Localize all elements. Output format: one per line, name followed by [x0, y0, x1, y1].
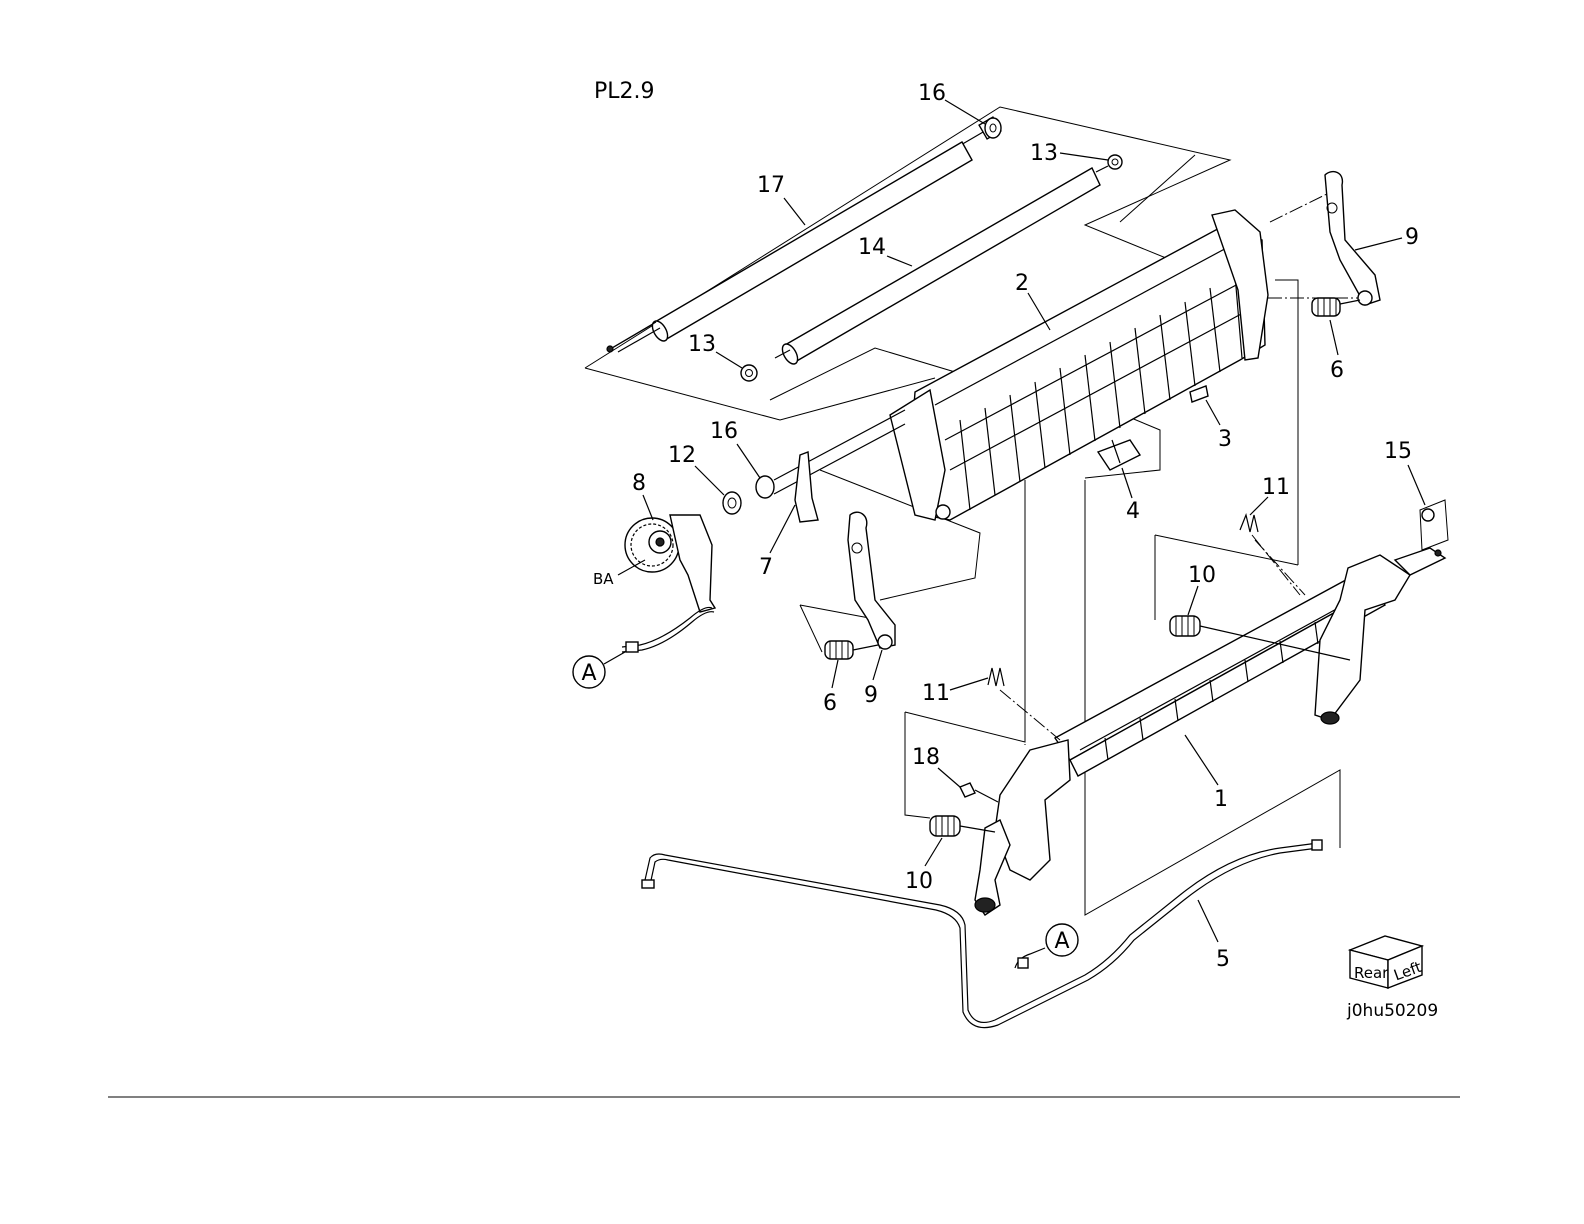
callout-12: 12	[668, 443, 696, 468]
callout-18: 18	[912, 745, 940, 770]
callout-6-left: 6	[823, 691, 837, 716]
lever-9-right	[1325, 172, 1380, 305]
sensor-4	[1098, 440, 1140, 470]
bushing-12	[723, 492, 741, 514]
lever-9-left	[848, 512, 895, 649]
bushing-16-lower	[756, 410, 905, 498]
callout-9-left: 9	[864, 683, 878, 708]
callout-13-upper: 13	[1030, 141, 1058, 166]
block-18	[960, 783, 998, 802]
callout-8: 8	[632, 471, 646, 496]
callout-4: 4	[1126, 499, 1140, 524]
svg-text:A: A	[581, 661, 596, 686]
callout-13-lower: 13	[688, 332, 716, 357]
roller-15	[1420, 500, 1448, 556]
cube-rear-label: Rear	[1354, 964, 1389, 982]
pad-3	[1190, 386, 1208, 402]
callout-6-right: 6	[1330, 358, 1344, 383]
harness-upper-a	[622, 607, 714, 652]
lower-chute-1	[975, 548, 1445, 915]
callout-15: 15	[1384, 439, 1412, 464]
callout-3: 3	[1218, 427, 1232, 452]
callout-7: 7	[759, 555, 773, 580]
callout-16-upper: 16	[918, 81, 946, 106]
actuator-7	[795, 452, 818, 522]
callout-14: 14	[858, 235, 886, 260]
callout-5: 5	[1216, 947, 1230, 972]
bushing-16-upper	[985, 118, 1001, 138]
callout-16-lower: 16	[710, 419, 738, 444]
spring-6-right	[1312, 298, 1360, 316]
orientation-cube: Rear Left	[1350, 936, 1424, 988]
callout-11-upper: 11	[1262, 475, 1290, 500]
callout-9-right: 9	[1405, 225, 1419, 250]
connector-a-upper: A	[573, 652, 625, 688]
figure-id: j0hu50209	[1346, 1001, 1438, 1021]
connector-a-lower: A	[1046, 924, 1078, 956]
spring-6-left	[825, 641, 878, 659]
roller-17	[607, 117, 1001, 352]
plate-title: PL2.9	[594, 79, 655, 104]
spring-11-lower	[988, 668, 1060, 740]
callout-10-lower: 10	[905, 869, 933, 894]
callout-11-lower: 11	[922, 681, 950, 706]
svg-text:A: A	[1054, 929, 1069, 954]
callout-2: 2	[1015, 271, 1029, 296]
callout-1: 1	[1214, 787, 1228, 812]
gear-label: BA	[593, 570, 614, 588]
callout-10-upper: 10	[1188, 563, 1216, 588]
callout-17: 17	[757, 173, 785, 198]
